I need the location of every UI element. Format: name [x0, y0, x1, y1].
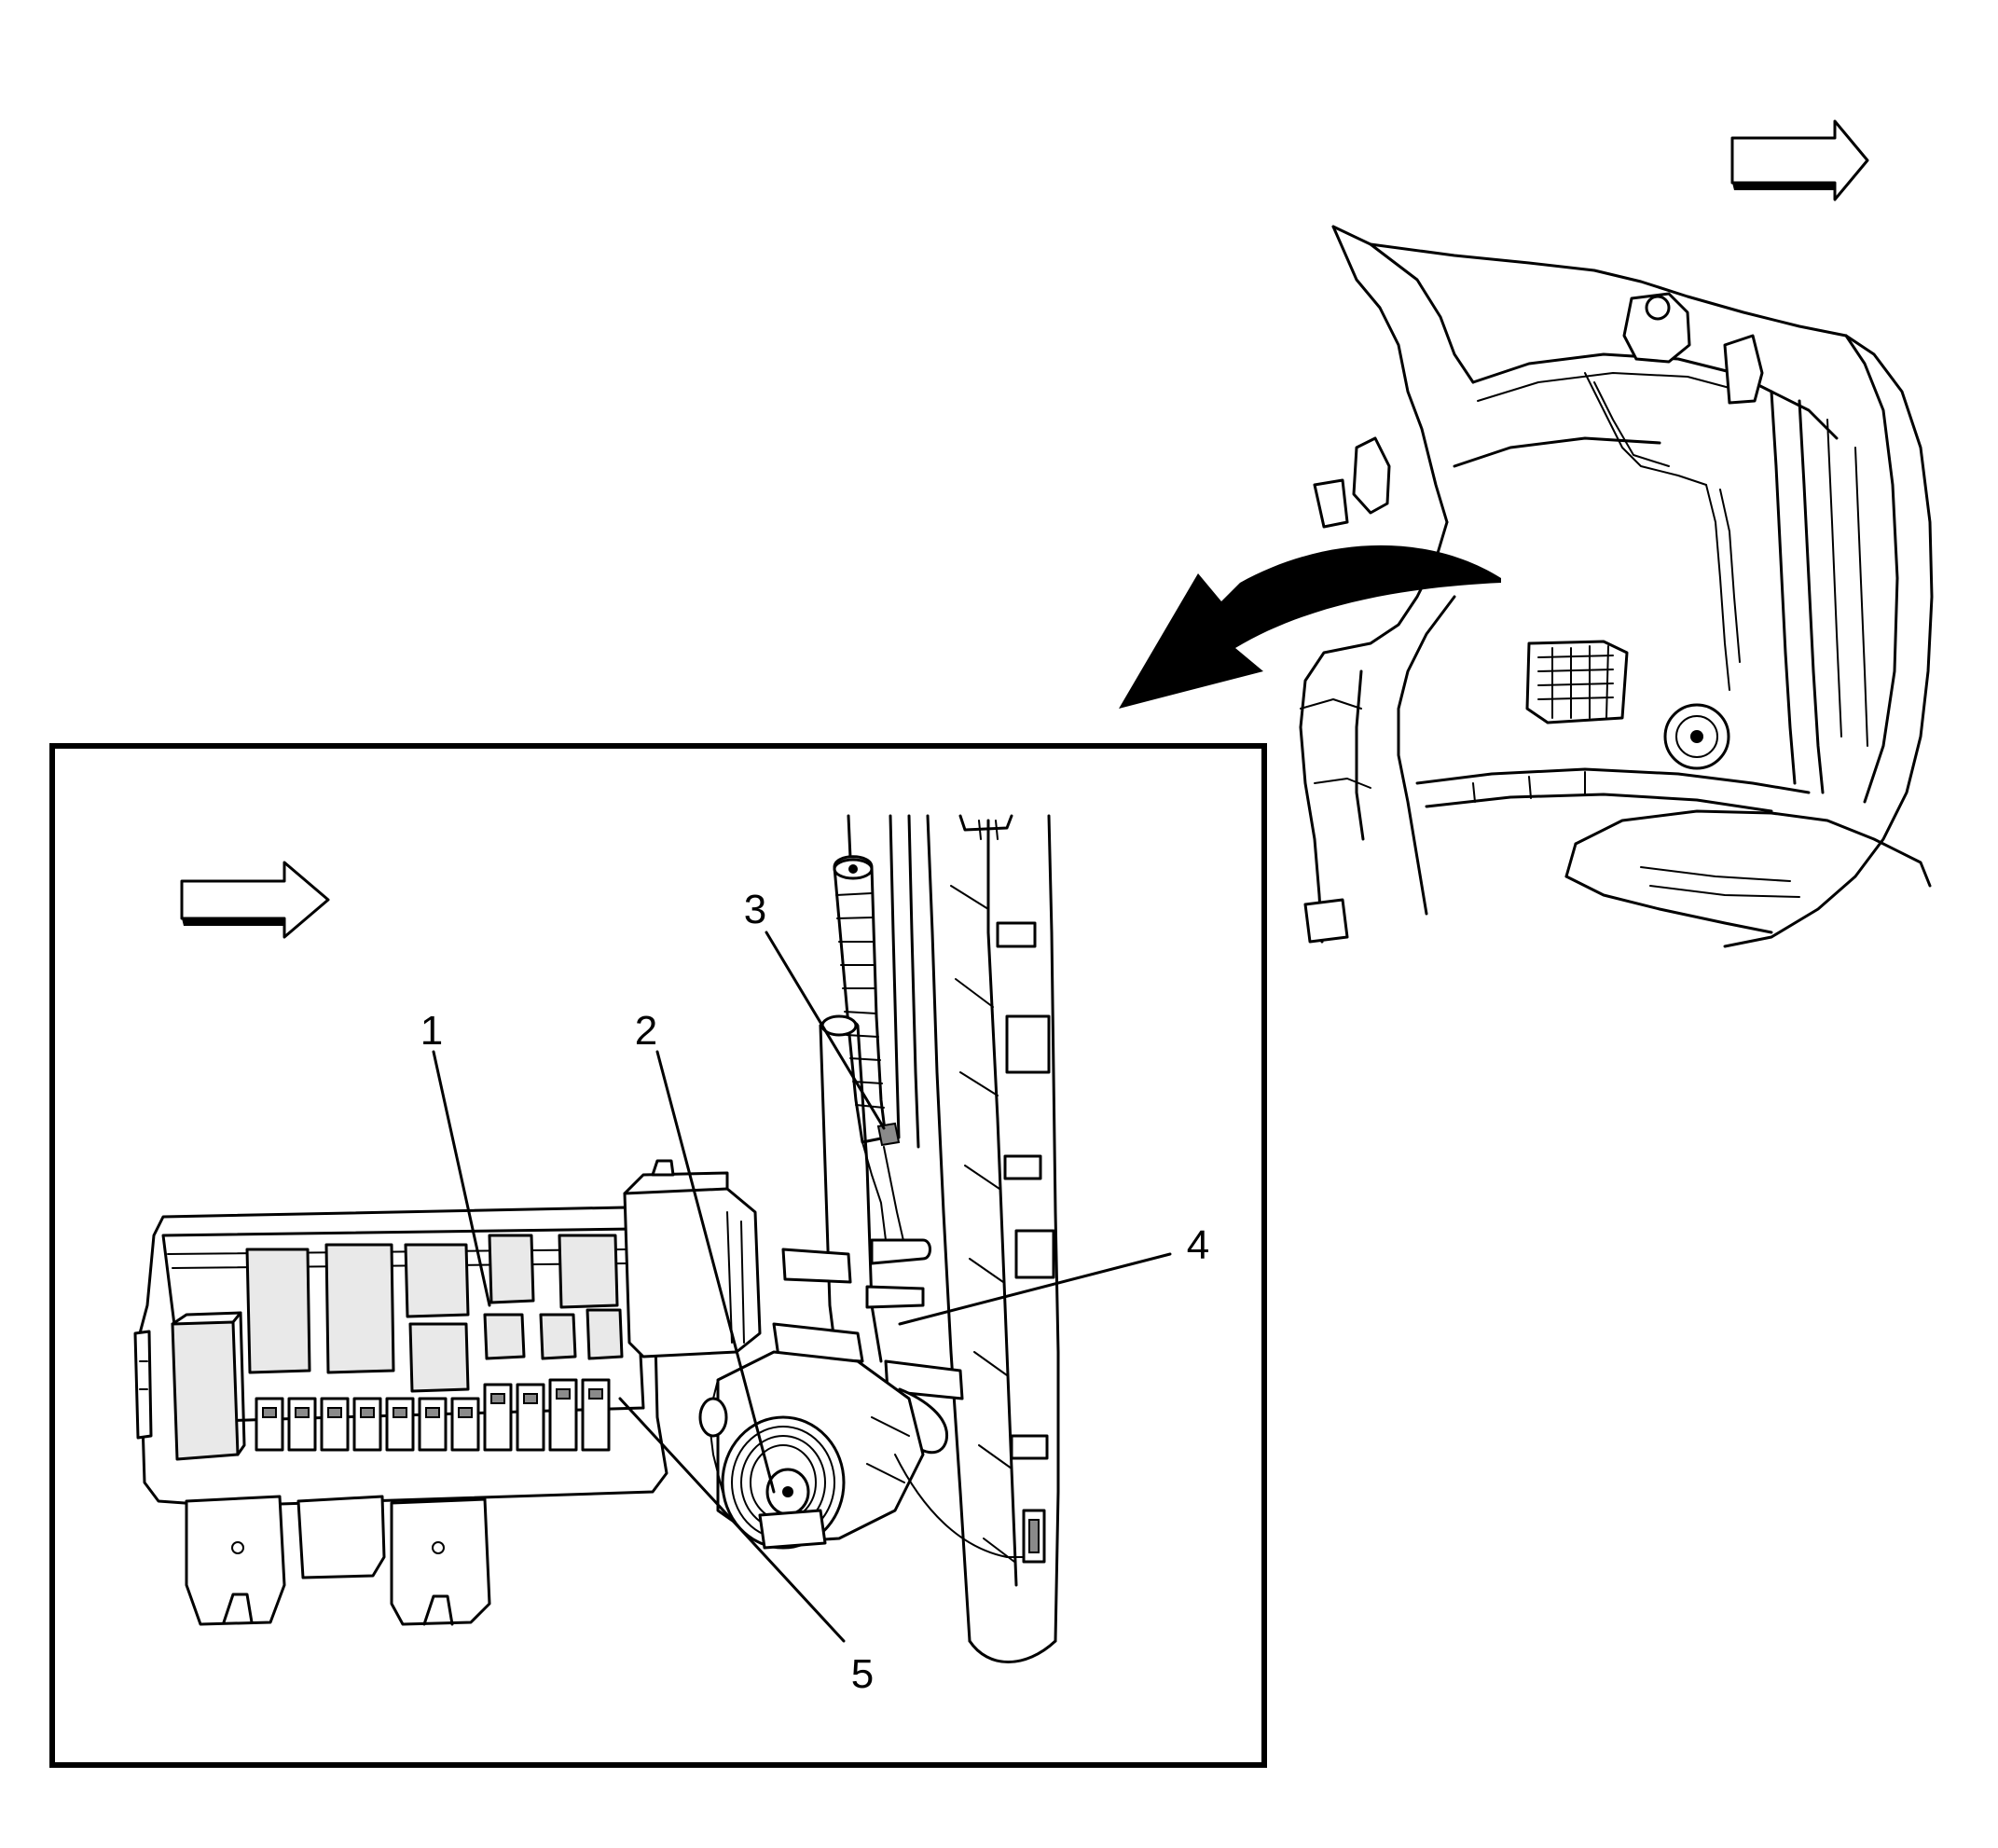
detail-inset: 1 2 3 4 5 — [49, 743, 1267, 1768]
leader-line-1 — [432, 1050, 491, 1307]
callout-4: 4 — [1187, 1222, 1209, 1268]
callout-2: 2 — [635, 1008, 657, 1054]
curved-zoom-arrow-icon — [1119, 545, 1501, 709]
wiring-harness — [833, 814, 920, 1246]
leader-line-3 — [765, 931, 886, 1130]
callout-5: 5 — [851, 1651, 874, 1697]
leader-line-2 — [655, 1050, 776, 1494]
callout-labels: 1 2 3 4 5 — [420, 887, 1209, 1697]
leader-line-4 — [898, 1252, 1172, 1326]
vehicle-front-end-overview — [1299, 225, 1934, 948]
frame-rail — [926, 814, 1060, 1663]
forward-arrow-icon — [180, 861, 330, 939]
callout-3: 3 — [744, 887, 766, 932]
forward-arrow-icon — [1730, 119, 1869, 201]
ac-compressor — [698, 1350, 925, 1550]
compressor-overview — [1663, 703, 1730, 770]
callout-1: 1 — [420, 1008, 443, 1054]
leader-lines — [432, 931, 1172, 1643]
fuse-block — [133, 1159, 762, 1626]
leader-line-5 — [618, 1397, 846, 1643]
fuse-block-overview — [1525, 640, 1629, 724]
